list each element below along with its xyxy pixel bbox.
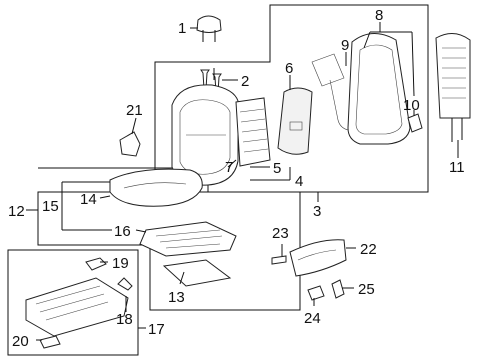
callout-13: 13 [168, 289, 185, 306]
track-assembly-frame [7, 249, 139, 356]
callout-11: 11 [449, 159, 465, 176]
recliner-cover-part [407, 113, 423, 133]
callout-3: 3 [313, 203, 321, 220]
back-board-part [435, 33, 471, 142]
headrest-part [196, 15, 222, 42]
back-support-panel-part [235, 97, 271, 167]
cushion-cover-part [109, 168, 203, 207]
callout-18: 18 [116, 311, 133, 328]
lever-part [85, 257, 107, 271]
callout-4: 4 [295, 173, 303, 190]
callout-23: 23 [272, 225, 289, 242]
switch-knob-part [307, 285, 325, 301]
callout-6: 6 [285, 60, 293, 77]
callout-25: 25 [358, 281, 375, 298]
callout-labels: 1 2 3 4 5 6 7 8 9 10 11 12 13 14 15 16 1… [8, 7, 465, 350]
callout-16: 16 [114, 223, 131, 240]
callout-1: 1 [178, 20, 186, 37]
callout-2: 2 [241, 73, 249, 90]
callout-14: 14 [80, 191, 97, 208]
cushion-pad-part [162, 259, 232, 287]
seat-track-part [25, 277, 129, 337]
callout-22: 22 [360, 241, 377, 258]
callout-15: 15 [42, 198, 59, 215]
callout-10: 10 [403, 97, 420, 114]
callout-19: 19 [112, 255, 129, 272]
callout-7: 7 [225, 159, 233, 176]
cushion-frame-part [139, 221, 237, 257]
knob-part [271, 255, 287, 265]
side-bracket-part [119, 131, 141, 157]
callout-8: 8 [375, 7, 383, 24]
seatback-frame-part [311, 33, 411, 145]
bolt-part [117, 277, 133, 291]
callout-5: 5 [273, 160, 281, 177]
side-shield-part [289, 239, 347, 277]
leader-lines [26, 22, 459, 341]
callout-12: 12 [8, 203, 25, 220]
switch-cover-part [331, 279, 345, 299]
callout-20: 20 [12, 333, 29, 350]
callout-21: 21 [126, 102, 143, 119]
callout-17: 17 [148, 321, 165, 338]
callout-24: 24 [304, 310, 321, 327]
cover-clip-part [39, 335, 61, 349]
back-pad-part [277, 87, 313, 155]
callout-9: 9 [341, 37, 349, 54]
